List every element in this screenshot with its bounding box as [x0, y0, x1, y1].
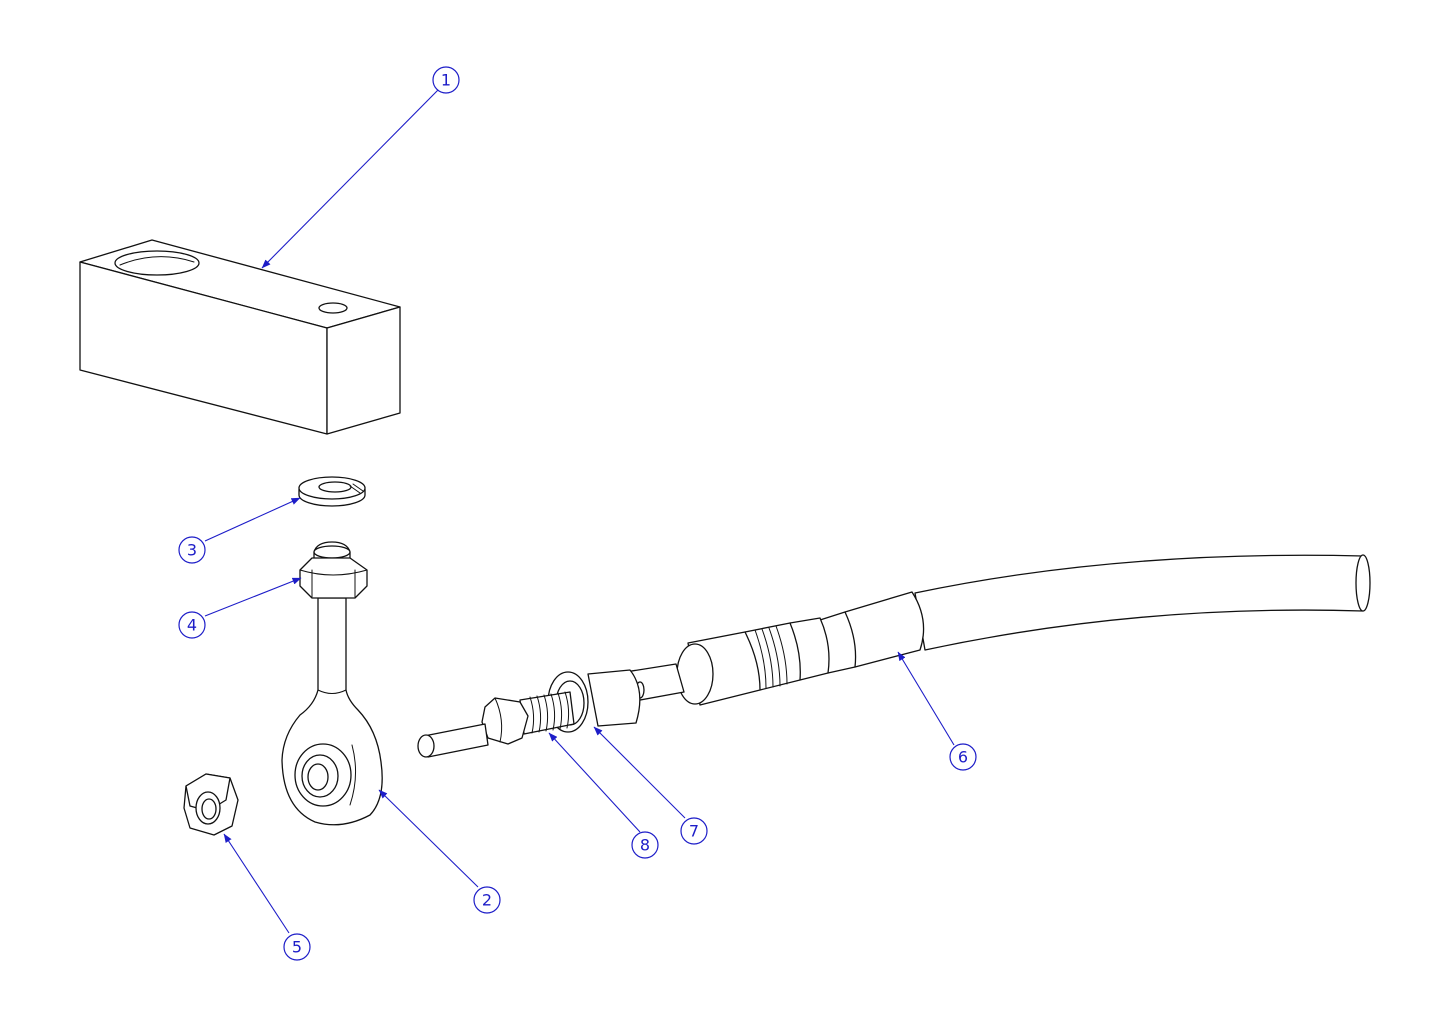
- balloon-5-label: 5: [292, 938, 302, 957]
- leader-8: [548, 732, 641, 833]
- leader-5: [223, 833, 290, 934]
- balloon-7-label: 7: [689, 822, 699, 841]
- balloon-4[interactable]: 4: [178, 611, 206, 639]
- balloon-5[interactable]: 5: [283, 933, 311, 961]
- balloon-6-label: 6: [958, 748, 968, 767]
- balloon-4-label: 4: [187, 616, 197, 635]
- balloon-1[interactable]: 1: [432, 66, 460, 94]
- mounting-block: [79, 239, 401, 435]
- leader-4: [204, 577, 302, 617]
- threaded-rod-end: [417, 691, 575, 758]
- split-lock-washer: [298, 476, 366, 507]
- balloon-8-label: 8: [640, 836, 650, 855]
- balloon-3[interactable]: 3: [178, 536, 206, 564]
- balloon-7[interactable]: 7: [680, 817, 708, 845]
- balloon-1-label: 1: [441, 71, 451, 90]
- balloon-3-label: 3: [187, 541, 197, 560]
- leader-lines: [204, 89, 955, 934]
- hex-nut: [183, 773, 239, 836]
- leader-1: [261, 89, 439, 269]
- balloon-2[interactable]: 2: [473, 886, 501, 914]
- jam-nut-upper: [299, 541, 368, 599]
- rod-end: [281, 597, 383, 826]
- balloon-2-label: 2: [482, 891, 492, 910]
- leader-7: [593, 726, 686, 819]
- balloon-6[interactable]: 6: [949, 743, 977, 771]
- leader-3: [204, 497, 301, 542]
- push-pull-cable: [599, 554, 1371, 707]
- leader-2: [378, 789, 479, 888]
- leader-6: [897, 651, 955, 746]
- balloon-8[interactable]: 8: [631, 831, 659, 859]
